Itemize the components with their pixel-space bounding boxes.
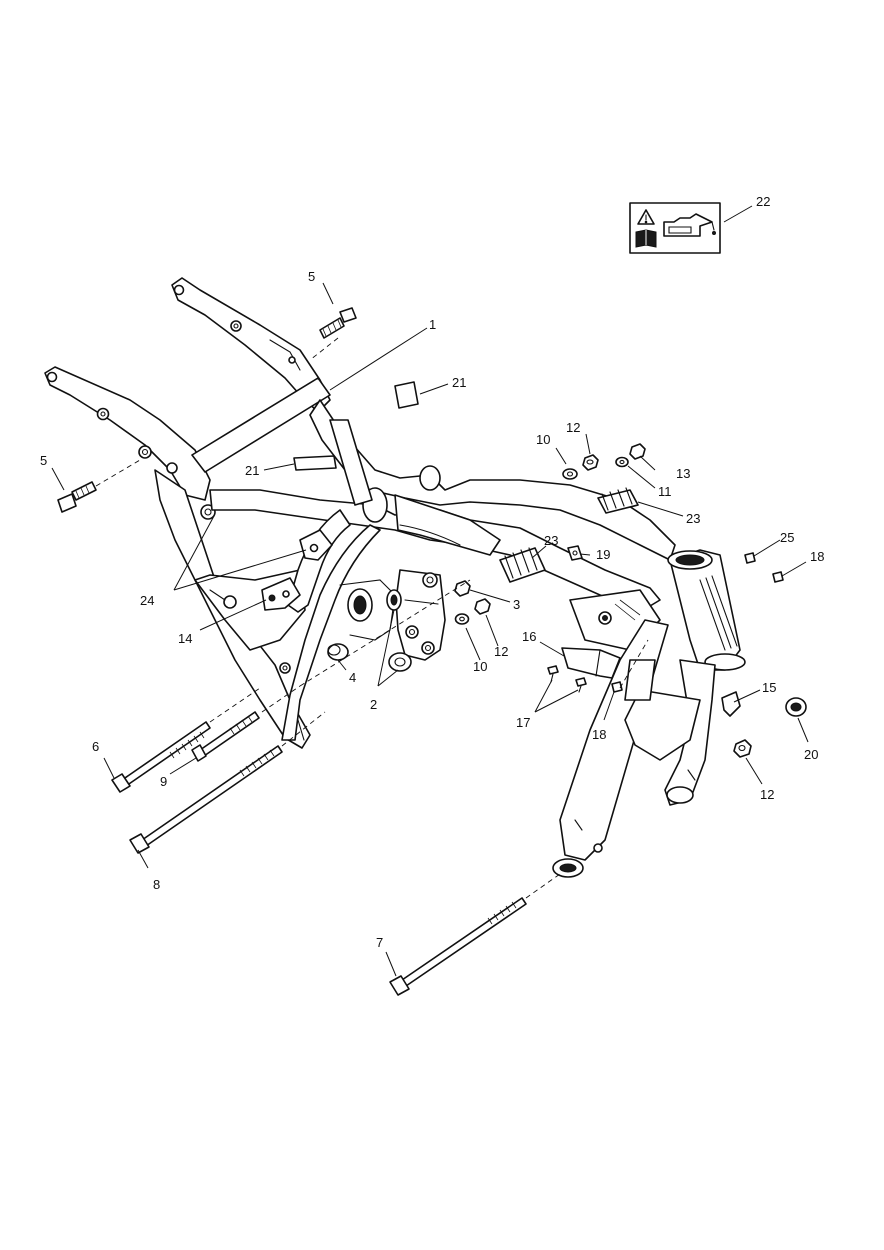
callout-22: 22: [756, 194, 770, 209]
nut-3: [454, 580, 471, 597]
callout-16: 16: [522, 629, 536, 644]
callout-3: 3: [513, 597, 520, 612]
bushing-2-lower: [388, 652, 412, 672]
callout-14: 14: [178, 631, 192, 646]
callout-10-top: 10: [536, 432, 550, 447]
callout-10-mid: 10: [473, 659, 487, 674]
callout-17: 17: [516, 715, 530, 730]
warning-triangle-icon: [637, 209, 655, 225]
callout-23-lower: 23: [544, 533, 558, 548]
manual-book-icon: [635, 229, 657, 248]
washer-10-top: [562, 468, 578, 480]
callout-11: 11: [658, 484, 672, 499]
label-sticker-21-upper: [394, 381, 419, 409]
oil-can-icon: [663, 213, 716, 237]
warning-label: [629, 202, 721, 254]
bracket-24: [299, 529, 333, 561]
nut-12-right: [733, 739, 752, 758]
clip-19: [567, 545, 583, 561]
bolt-5-upper: [319, 307, 357, 339]
callout-labels: 1 2 3 4 5 5 6 7 8 9 10 10 11 12 12 12 13…: [40, 194, 824, 950]
callout-13: 13: [676, 466, 690, 481]
callout-12-right: 12: [760, 787, 774, 802]
callout-21-lower: 21: [245, 463, 259, 478]
callout-12-mid: 12: [494, 644, 508, 659]
rear-cross-tube: [191, 377, 331, 473]
label-sticker-21-lower: [293, 455, 337, 471]
screw-17-a: [547, 665, 559, 683]
callout-21-upper: 21: [452, 375, 466, 390]
screw-18-lower: [611, 681, 623, 693]
spacer-4: [327, 643, 349, 661]
bolt-8: [129, 745, 283, 854]
bolt-9: [191, 711, 260, 762]
callout-9: 9: [160, 774, 167, 789]
screw-17-b: [575, 677, 587, 693]
bolt-6: [111, 721, 211, 793]
nut-12-top: [582, 454, 599, 471]
callout-24: 24: [140, 593, 154, 608]
callout-23-upper: 23: [686, 511, 700, 526]
callout-8: 8: [153, 877, 160, 892]
callout-7: 7: [376, 935, 383, 950]
callout-6: 6: [92, 739, 99, 754]
callout-25: 25: [780, 530, 794, 545]
callout-5-left: 5: [40, 453, 47, 468]
washer-10-mid: [454, 613, 470, 625]
screw-18-right: [772, 571, 784, 583]
rear-subframe-lower-rail: [44, 366, 216, 520]
callout-4: 4: [349, 670, 356, 685]
callout-18-lower: 18: [592, 727, 606, 742]
bolt-5-left: [57, 481, 97, 513]
screw-25: [744, 552, 756, 564]
bracket-16: [561, 647, 621, 679]
grommet-20: [785, 697, 807, 717]
washer-11: [615, 456, 629, 468]
main-frame: [154, 399, 746, 878]
callout-2: 2: [370, 697, 377, 712]
callout-15: 15: [762, 680, 776, 695]
callout-5-upper: 5: [308, 269, 315, 284]
nut-12-mid: [474, 598, 491, 615]
clip-15: [721, 691, 741, 717]
callout-12-top: 12: [566, 420, 580, 435]
rubber-pad-23-upper: [597, 487, 639, 514]
bolt-7: [389, 897, 527, 996]
bushing-2-upper: [386, 589, 402, 611]
callout-18-right: 18: [810, 549, 824, 564]
callout-20: 20: [804, 747, 818, 762]
nut-13: [629, 443, 646, 460]
callout-1: 1: [429, 317, 436, 332]
leader-lines: [51, 205, 809, 977]
callout-19: 19: [596, 547, 610, 562]
bracket-14: [261, 577, 301, 611]
